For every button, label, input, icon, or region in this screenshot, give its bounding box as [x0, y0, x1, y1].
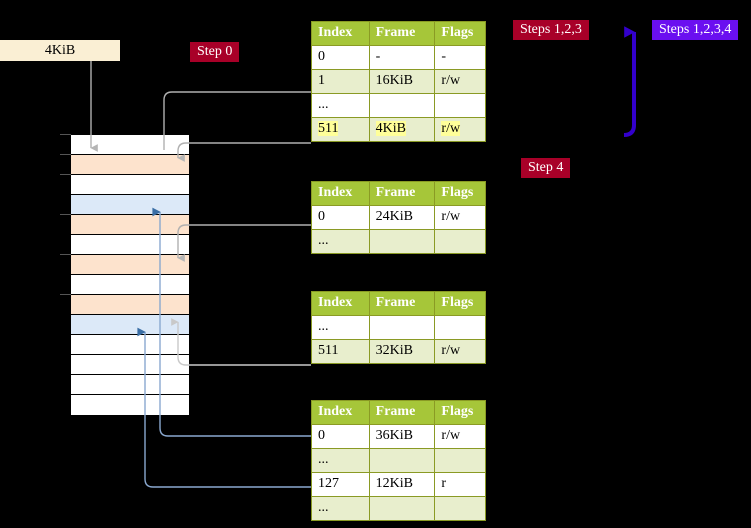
table-row: 127 12KiB r: [311, 472, 486, 497]
cell-frame: [368, 448, 436, 473]
cell-flags: [434, 93, 486, 118]
cell-flags: r/w: [434, 117, 486, 142]
column-header-index: Index: [311, 21, 370, 46]
badge-step-0: Step 0: [190, 42, 240, 62]
table-row: ...: [311, 496, 486, 521]
cell-flags: r/w: [434, 424, 486, 449]
connector-pd-511-to-frame: [171, 318, 311, 366]
column-header-flags: Flags: [434, 291, 486, 316]
grid-tick: [60, 134, 71, 135]
cell-flags: r/w: [434, 205, 486, 230]
table-row-highlighted: 511 4KiB r/w: [311, 117, 486, 142]
cell-frame: [368, 315, 436, 340]
connector-steps-loop: [623, 26, 636, 137]
table-row: 0 24KiB r/w: [311, 205, 486, 230]
cell-flags: [434, 496, 486, 521]
cell-frame: 24KiB: [368, 205, 436, 230]
table-row: ...: [311, 229, 486, 254]
grid-tick: [60, 294, 71, 295]
mem-block-4kib: 4KiB: [0, 40, 120, 61]
cell-frame: 32KiB: [368, 339, 436, 364]
badge-steps-1234: Steps 1,2,3,4: [652, 20, 739, 40]
column-header-index: Index: [311, 181, 370, 206]
cell-flags: [434, 315, 486, 340]
pdp-table: Index Frame Flags 0 24KiB r/w ...: [311, 181, 486, 254]
cell-flags: r/w: [434, 339, 486, 364]
cell-index: ...: [311, 448, 370, 473]
cell-index: 511: [311, 117, 370, 142]
table-row: 511 32KiB r/w: [311, 339, 486, 364]
cell-index: 0: [311, 424, 370, 449]
cell-frame: 16KiB: [368, 69, 436, 94]
badge-step-4: Step 4: [521, 158, 571, 178]
column-header-flags: Flags: [434, 181, 486, 206]
table-row: ...: [311, 315, 486, 340]
grid-tick: [60, 174, 71, 175]
column-header-frame: Frame: [368, 181, 436, 206]
cell-frame: [368, 496, 436, 521]
grid-tick: [60, 214, 71, 215]
table-row: 1 16KiB r/w: [311, 69, 486, 94]
column-header-frame: Frame: [368, 21, 436, 46]
grid-tick: [60, 254, 71, 255]
cell-frame: -: [368, 45, 436, 70]
table-header-row: Index Frame Flags: [311, 181, 486, 206]
cell-frame: 4KiB: [368, 117, 436, 142]
cell-index-text: 511: [318, 121, 339, 136]
cell-frame: 36KiB: [368, 424, 436, 449]
table-header-row: Index Frame Flags: [311, 291, 486, 316]
connector-pdp-0-to-frame: [177, 224, 311, 262]
column-header-frame: Frame: [368, 400, 436, 425]
memory-row: [71, 175, 189, 195]
table-header-row: Index Frame Flags: [311, 400, 486, 425]
connector-pml4-511-to-frame: [177, 142, 311, 162]
column-header-index: Index: [311, 291, 370, 316]
table-row: ...: [311, 448, 486, 473]
cell-flags: r/w: [434, 69, 486, 94]
memory-row: [71, 135, 189, 155]
cell-index: 0: [311, 205, 370, 230]
table-row: 0 - -: [311, 45, 486, 70]
cell-flags: [434, 448, 486, 473]
cell-flags: r: [434, 472, 486, 497]
grid-tick: [60, 154, 71, 155]
memory-row: [71, 155, 189, 175]
pd-table: Index Frame Flags ... 511 32KiB r/w: [311, 291, 486, 364]
cell-frame: [368, 229, 436, 254]
cell-index: 127: [311, 472, 370, 497]
cell-index: ...: [311, 93, 370, 118]
pt-table: Index Frame Flags 0 36KiB r/w ... 127 12…: [311, 400, 486, 521]
cell-frame: 12KiB: [368, 472, 436, 497]
connector-grid-to-pt-127: [137, 327, 311, 488]
badge-steps-123: Steps 1,2,3: [513, 20, 589, 40]
cell-frame-text: 4KiB: [375, 121, 406, 136]
connector-step0: [163, 91, 311, 150]
table-row: 0 36KiB r/w: [311, 424, 486, 449]
pml4-table: Index Frame Flags 0 - - 1 16KiB r/w ...: [311, 21, 486, 142]
cell-index: ...: [311, 229, 370, 254]
cell-index: 0: [311, 45, 370, 70]
cell-index: ...: [311, 496, 370, 521]
table-header-row: Index Frame Flags: [311, 21, 486, 46]
cell-flags-text: r/w: [441, 121, 461, 136]
cell-flags: -: [434, 45, 486, 70]
cell-index: 511: [311, 339, 370, 364]
connector-grid-to-pt-0: [152, 207, 311, 437]
column-header-flags: Flags: [434, 400, 486, 425]
cell-flags: [434, 229, 486, 254]
